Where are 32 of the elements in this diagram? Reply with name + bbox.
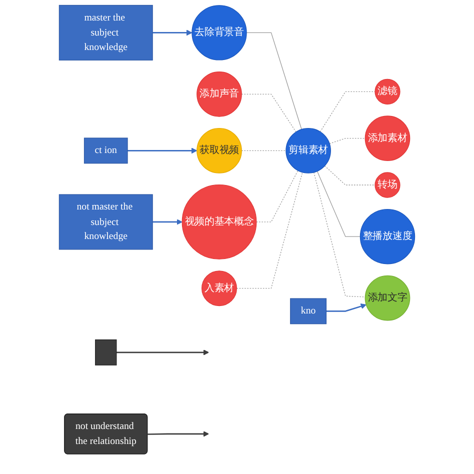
node-box: not master the subject knowledge [58, 194, 153, 250]
node-circle: 视频的基本概念 [182, 184, 257, 260]
node-circle: 整播放速度 [360, 208, 416, 264]
connector [324, 166, 376, 186]
connector [236, 172, 303, 289]
node-circle: 获取视频 [196, 128, 242, 174]
arrow [116, 350, 209, 356]
arrow [152, 219, 182, 225]
arrow [326, 304, 366, 312]
node-circle: 添加声音 [196, 71, 242, 117]
node-box: ct ion [84, 138, 128, 164]
arrow [148, 431, 209, 437]
connector [241, 150, 286, 151]
node-circle: 入素材 [202, 270, 237, 306]
arrow [152, 30, 192, 36]
connector [241, 94, 296, 132]
connector [246, 32, 302, 130]
connector [256, 170, 298, 222]
node-circle: 去除背景音 [192, 5, 247, 60]
connector [329, 138, 366, 144]
node-circle: 转场 [374, 172, 400, 198]
connector [314, 172, 366, 298]
connector [316, 170, 361, 237]
node-box [95, 339, 117, 366]
node-box: master the subject knowledge [58, 4, 153, 60]
node-box: kno [290, 298, 327, 324]
node-circle: 添加素材 [364, 116, 410, 162]
arrow [128, 148, 198, 154]
node-circle: 剪辑素材 [286, 128, 331, 174]
node-circle: 滤镜 [374, 78, 400, 104]
node-circle: 添加文字 [364, 275, 410, 321]
connector [320, 91, 376, 132]
